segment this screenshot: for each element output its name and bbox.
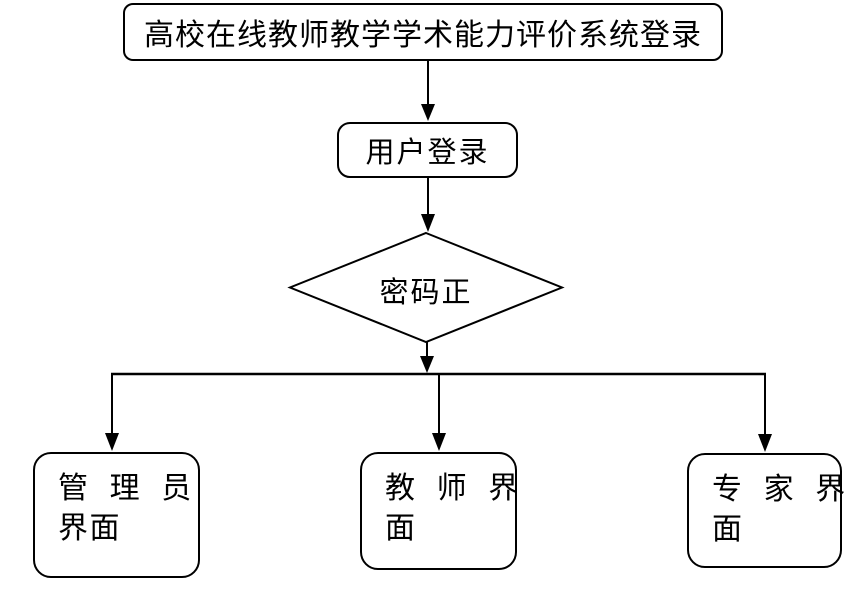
teacher-interface-label: 教师界 面: [385, 469, 540, 549]
admin-interface-line2: 界面: [58, 511, 121, 546]
teacher-interface-line2: 面: [385, 511, 417, 546]
arrowhead-start-to-login: [421, 104, 435, 121]
expert-interface-line1: 专家界: [712, 472, 867, 507]
arrowhead-rail-to-expert: [758, 434, 772, 452]
node-teacher-interface: 教师界 面: [360, 452, 518, 570]
node-password-check-label: 密码正: [379, 275, 473, 309]
arrowhead-login-to-decision: [421, 214, 435, 232]
admin-interface-line1: 管理员: [58, 471, 213, 506]
admin-interface-label: 管理员 界面: [58, 469, 213, 549]
node-system-login: 高校在线教师教学学术能力评价系统登录: [123, 3, 723, 61]
system-login-label: 高校在线教师教学学术能力评价系统登录: [144, 18, 702, 53]
arrowhead-rail-to-teacher: [432, 433, 446, 451]
node-user-login: 用户登录: [337, 122, 518, 178]
user-login-label: 用户登录: [365, 135, 490, 169]
node-expert-interface: 专家界 面: [687, 453, 845, 568]
teacher-interface-line1: 教师界: [385, 471, 540, 506]
expert-interface-line2: 面: [712, 512, 744, 547]
expert-interface-label: 专家界 面: [712, 470, 867, 550]
arrowhead-rail-to-admin: [105, 433, 119, 451]
arrowhead-decision-to-rail: [420, 356, 434, 373]
node-admin-interface: 管理员 界面: [33, 452, 200, 578]
